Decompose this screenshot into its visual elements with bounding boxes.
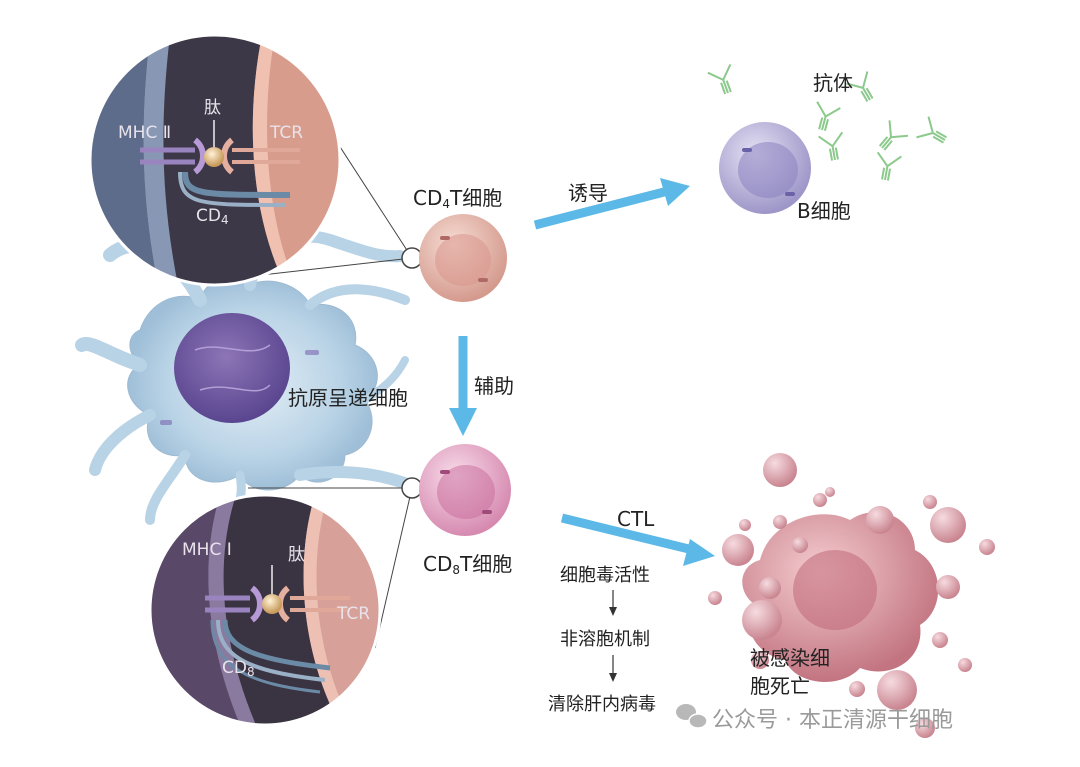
watermark-text: 公众号 · 本正清源干细胞 [712,708,953,733]
ctl-arrow [560,513,715,566]
wechat-icon [676,704,708,729]
help-arrow [449,336,477,436]
inset-bottom [148,477,423,727]
cd4-t-cell-label: CD4T细胞 [413,186,503,211]
peptide-icon [204,147,224,167]
cd8-t-cell [419,444,511,536]
flow-arrows [609,590,617,682]
ctl-label: CTL [617,507,655,531]
induce-arrow [533,178,690,230]
cd8-t-cell-label: CD8T细胞 [423,552,513,577]
antibody-icons [707,64,947,181]
clear-virus-label: 清除肝内病毒 [548,694,656,715]
help-label: 辅助 [474,374,514,398]
b-cell-label: B细胞 [797,199,851,223]
b-cell [719,122,811,214]
apc-label: 抗原呈递细胞 [288,386,408,410]
peptide-icon [262,594,282,614]
mhc1-label: MHC Ⅰ [182,540,232,560]
infected-cell [708,453,995,738]
antibody-label: 抗体 [813,71,853,95]
cd8-coreceptor-label: CD8 [222,658,255,679]
peptide-label-top: 肽 [204,98,221,118]
cytotoxic-label: 细胞毒活性 [560,565,650,586]
cd4-coreceptor-label: CD4 [196,206,229,227]
mhc2-label: MHC Ⅱ [118,123,172,143]
non-lytic-label: 非溶胞机制 [560,629,650,650]
peptide-label-bottom: 肽 [288,545,305,565]
infected-label-line1: 被感染细 [750,646,830,670]
infected-label-line2: 胞死亡 [750,674,810,698]
cd4-t-cell [419,214,507,302]
tcr-label-bottom: TCR [337,604,371,624]
apc-nucleus [174,313,290,423]
induce-label: 诱导 [568,181,608,205]
tcr-label-top: TCR [270,123,304,143]
